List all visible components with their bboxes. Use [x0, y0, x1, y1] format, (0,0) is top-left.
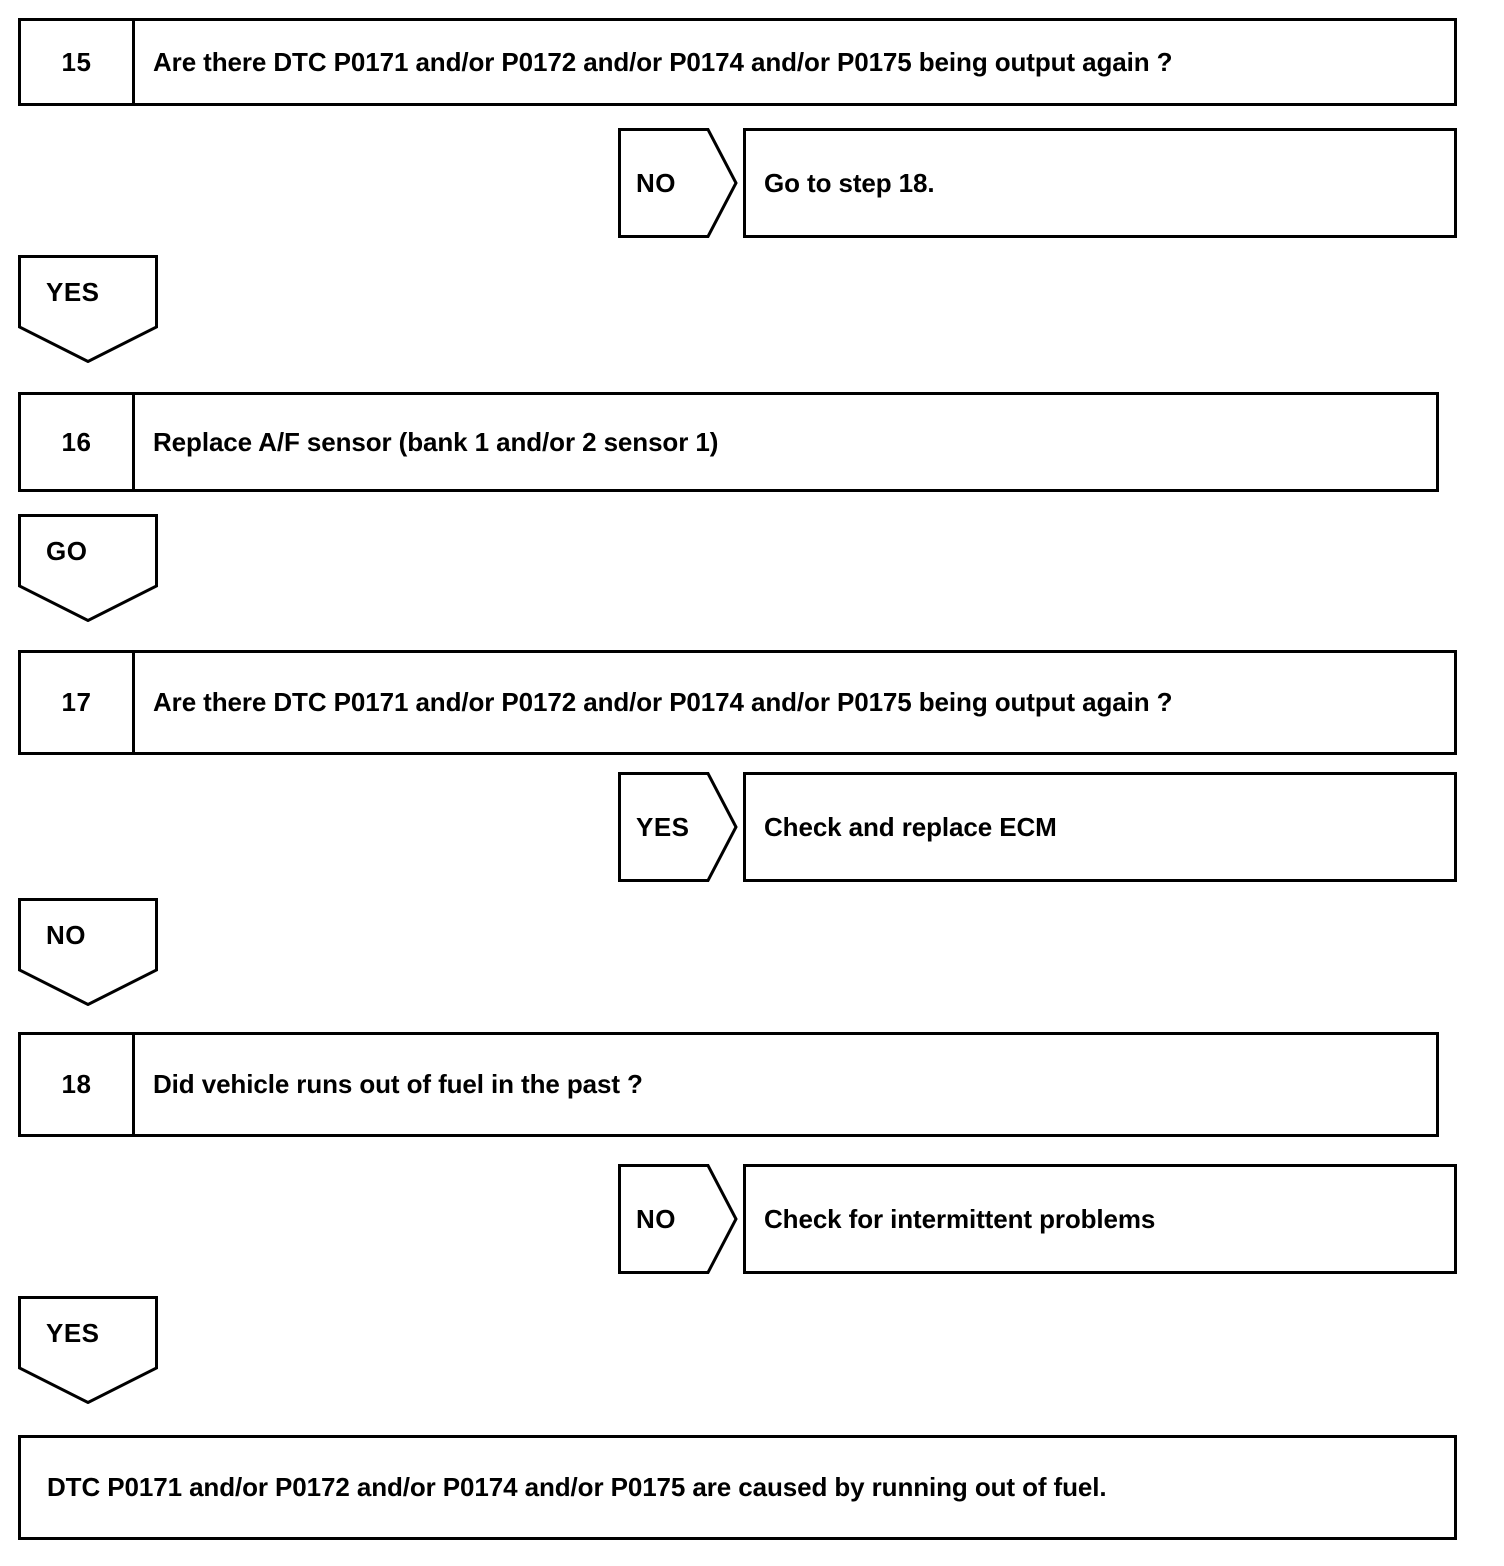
- connector-tag-yes-1: YES: [18, 255, 158, 363]
- pentagon-down-icon: [18, 898, 158, 1006]
- branch-box-go-to-step-18: Go to step 18.: [743, 128, 1457, 238]
- connector-tag-yes-2: YES: [18, 1296, 158, 1404]
- branch-tag-label: NO: [636, 168, 676, 198]
- step-row-17: 17 Are there DTC P0171 and/or P0172 and/…: [18, 650, 1457, 755]
- branch-tag-no-3: NO: [618, 1164, 738, 1274]
- pentagon-down-icon: [18, 1296, 158, 1404]
- step-row-18: 18 Did vehicle runs out of fuel in the p…: [18, 1032, 1439, 1137]
- branch-box-check-replace-ecm: Check and replace ECM: [743, 772, 1457, 882]
- step-number: 18: [21, 1035, 135, 1134]
- connector-tag-label: NO: [46, 920, 86, 950]
- connector-tag-go: GO: [18, 514, 158, 622]
- pentagon-right-icon: [618, 1164, 738, 1274]
- branch-tag-no-1: NO: [618, 128, 738, 238]
- conclusion-box: DTC P0171 and/or P0172 and/or P0174 and/…: [18, 1435, 1457, 1540]
- step-number: 17: [21, 653, 135, 752]
- pentagon-right-icon: [618, 772, 738, 882]
- branch-tag-label: YES: [636, 812, 690, 842]
- branch-box-check-intermittent: Check for intermittent problems: [743, 1164, 1457, 1274]
- connector-tag-label: YES: [46, 1318, 100, 1348]
- step-text: Are there DTC P0171 and/or P0172 and/or …: [153, 687, 1173, 717]
- step-number: 16: [21, 395, 135, 489]
- branch-tag-yes-1: YES: [618, 772, 738, 882]
- step-text: Replace A/F sensor (bank 1 and/or 2 sens…: [153, 426, 719, 457]
- connector-tag-no-2: NO: [18, 898, 158, 1006]
- step-row-15: 15 Are there DTC P0171 and/or P0172 and/…: [18, 18, 1457, 106]
- step-text: Are there DTC P0171 and/or P0172 and/or …: [153, 46, 1173, 77]
- connector-tag-label: YES: [46, 277, 100, 307]
- step-number: 15: [21, 21, 135, 103]
- pentagon-right-icon: [618, 128, 738, 238]
- branch-tag-label: NO: [636, 1204, 676, 1234]
- connector-tag-label: GO: [46, 536, 88, 566]
- pentagon-down-icon: [18, 255, 158, 363]
- step-text: Did vehicle runs out of fuel in the past…: [153, 1069, 643, 1099]
- step-row-16: 16 Replace A/F sensor (bank 1 and/or 2 s…: [18, 392, 1439, 492]
- pentagon-down-icon: [18, 514, 158, 622]
